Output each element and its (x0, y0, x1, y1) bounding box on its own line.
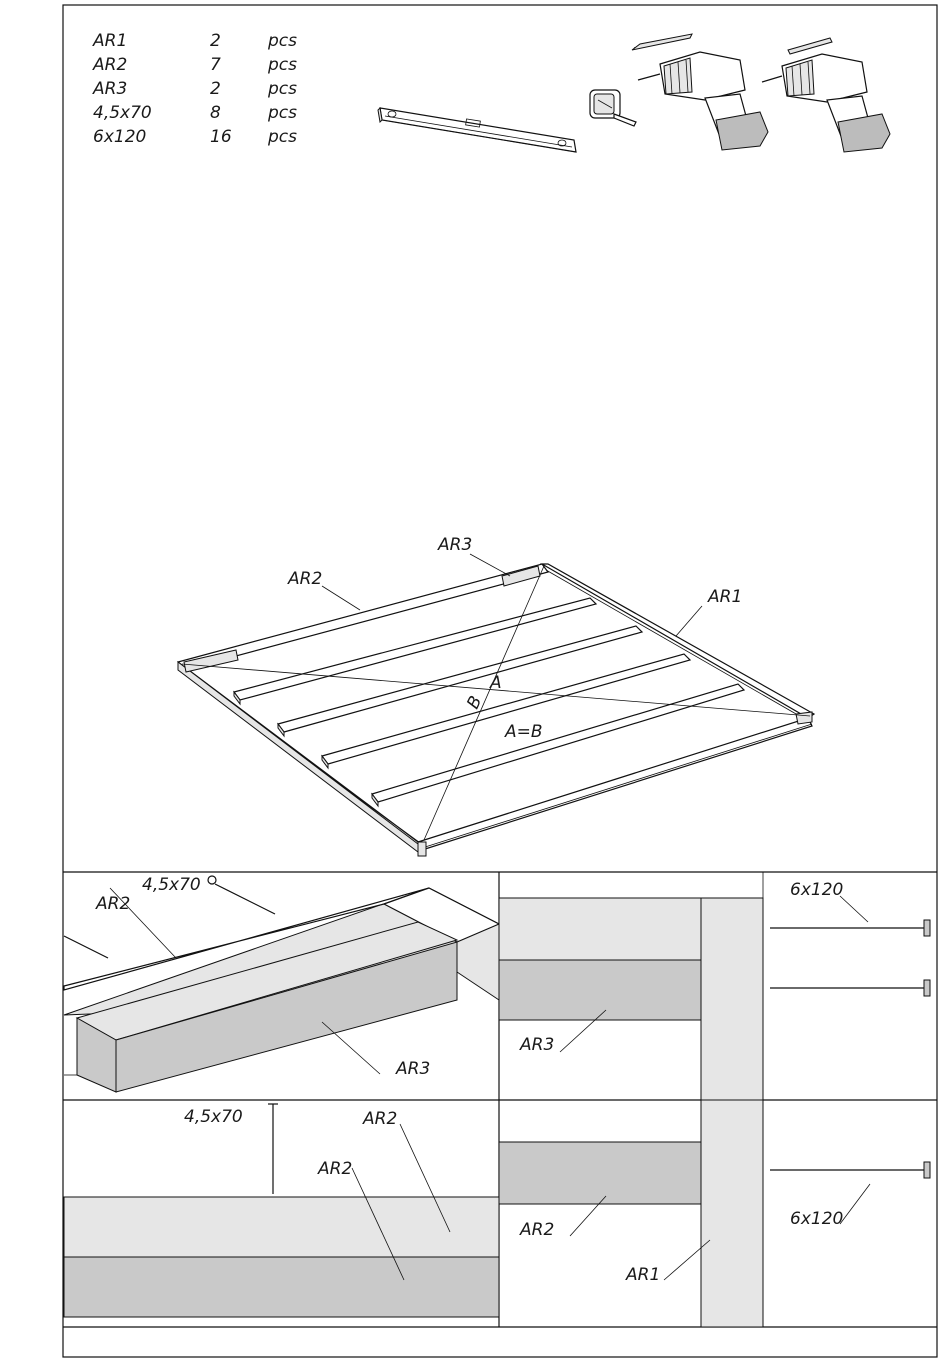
part-code: AR1 (92, 31, 127, 51)
frame-label-ar2: AR2 (287, 569, 322, 589)
part-code: AR2 (92, 55, 127, 75)
screw-icon (770, 920, 930, 996)
part-code: 6x120 (93, 127, 146, 147)
part-qty: 7 (210, 55, 221, 75)
detail4-screw-label: 6x120 (790, 1209, 843, 1229)
tape-measure-icon (590, 90, 636, 126)
detail1-screw-label: 4,5x70 (142, 875, 201, 895)
parts-list: AR1 2 pcs AR2 7 pcs AR3 2 pcs 4,5x70 8 p… (92, 31, 297, 147)
parts-row: AR2 7 pcs (92, 55, 297, 75)
detail3-screw-label: 4,5x70 (184, 1107, 243, 1127)
part-unit: pcs (267, 31, 297, 51)
part-unit: pcs (267, 103, 297, 123)
detail3-ar2-bottom-label: AR2 (317, 1159, 352, 1179)
part-code: AR3 (92, 79, 127, 99)
detail1-ar3-label: AR3 (395, 1059, 430, 1079)
drill-with-bit-icon (632, 34, 768, 150)
part-unit: pcs (267, 127, 297, 147)
part-qty: 16 (210, 127, 232, 147)
part-unit: pcs (267, 55, 297, 75)
frame-label-a: A (489, 673, 502, 693)
screw-icon (770, 1162, 930, 1178)
detail-ar3-ar1-joint (499, 872, 930, 1100)
part-qty: 2 (210, 79, 221, 99)
frame-label-ar1: AR1 (707, 587, 742, 607)
detail2-screw-label: 6x120 (790, 880, 843, 900)
frame-label-ar3: AR3 (437, 535, 472, 555)
parts-row: AR3 2 pcs (92, 79, 297, 99)
detail3-ar2-top-label: AR2 (362, 1109, 397, 1129)
spirit-level-icon (378, 108, 576, 152)
part-qty: 2 (210, 31, 221, 51)
parts-row: 4,5x70 8 pcs (93, 103, 297, 123)
part-code: 4,5x70 (93, 103, 152, 123)
detail1-ar2-label: AR2 (95, 894, 130, 914)
screw-icon (268, 1104, 278, 1194)
part-unit: pcs (267, 79, 297, 99)
parts-row: AR1 2 pcs (92, 31, 297, 51)
detail-ar2-ar1-joint (499, 1100, 930, 1327)
parts-row: 6x120 16 pcs (93, 127, 297, 147)
screwdriver-drill-icon (762, 38, 890, 152)
detail-ar2-stacking (64, 1104, 499, 1317)
frame-equation: A=B (504, 722, 543, 742)
detail2-ar3-label: AR3 (519, 1035, 554, 1055)
part-qty: 8 (210, 103, 221, 123)
frame-label-b: B (463, 693, 486, 712)
detail4-ar2-label: AR2 (519, 1220, 554, 1240)
detail4-ar1-label: AR1 (625, 1265, 660, 1285)
